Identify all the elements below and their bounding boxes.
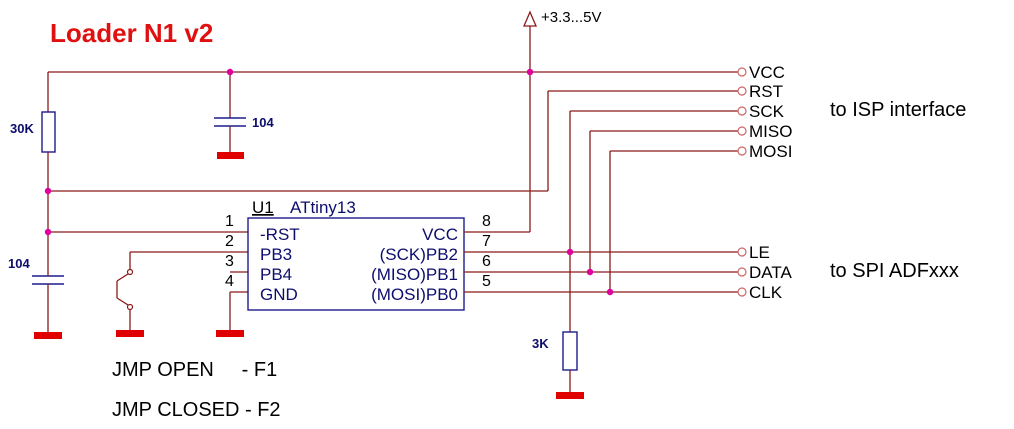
pin-name-pb2: (SCK)PB2 (380, 245, 458, 264)
pin-name-gnd: GND (260, 285, 298, 304)
pin-number-8: 8 (482, 213, 491, 230)
pin-number-2: 2 (225, 233, 234, 250)
isp-pin-rst: RST (749, 82, 783, 101)
spi-terminals (737, 247, 747, 297)
chip-body (247, 217, 465, 311)
power-symbol (523, 10, 537, 72)
pin-number-3: 3 (225, 253, 234, 270)
chip-right-nets (464, 72, 738, 332)
spi-pin-data: DATA (749, 263, 792, 282)
pin-number-6: 6 (482, 253, 491, 270)
ground-symbol-3k (556, 392, 584, 399)
pin-name-pb0: (MOSI)PB0 (371, 285, 458, 304)
ground-symbol-chip (216, 330, 244, 337)
capacitor-top-label: 104 (252, 115, 274, 130)
vcc-rail (47, 71, 738, 118)
pin-number-4: 4 (225, 273, 234, 290)
pin-number-7: 7 (482, 233, 491, 250)
note-jmp-closed: JMP CLOSED - F2 (112, 399, 281, 421)
isp-terminals (737, 67, 747, 156)
pin-name-rst: -RST (260, 225, 300, 244)
resistor-3k (556, 331, 584, 399)
isp-pin-sck: SCK (749, 102, 785, 121)
power-label: +3.3...5V (541, 9, 601, 26)
spi-connector-label: to SPI ADFxxx (830, 260, 959, 282)
junction-dots (44, 68, 614, 296)
capacitor-bottom-label: 104 (8, 256, 30, 271)
chip-left-stubs (216, 271, 248, 337)
resistor-3k-label: 3K (532, 336, 549, 351)
note-jmp-open: JMP OPEN - F1 (112, 359, 277, 381)
isp-pin-mosi: MOSI (749, 142, 792, 161)
ground-symbol-cap-bottom (34, 332, 62, 339)
diagram-title: Loader N1 v2 (50, 18, 213, 48)
capacitor-bottom (32, 262, 64, 339)
capacitor-top (214, 117, 246, 159)
isp-pin-miso: MISO (749, 122, 792, 141)
pin-number-1: 1 (225, 213, 234, 230)
ground-symbol-jumper (116, 330, 144, 337)
chip-ref: U1 (252, 198, 274, 217)
pin-name-vcc: VCC (422, 225, 458, 244)
resistor-30k-label: 30K (10, 121, 34, 136)
isp-pin-vcc: VCC (749, 63, 785, 82)
chip-name: ATtiny13 (290, 198, 356, 217)
resistor-30k (41, 111, 56, 262)
rst-net (48, 90, 738, 233)
jumper (116, 251, 248, 337)
pin-name-pb4: PB4 (260, 265, 292, 284)
spi-pin-le: LE (749, 243, 770, 262)
ground-symbol-cap-top (217, 152, 244, 159)
pin-name-pb1: (MISO)PB1 (371, 265, 458, 284)
pin-name-pb3: PB3 (260, 245, 292, 264)
isp-connector-label: to ISP interface (830, 99, 966, 121)
spi-pin-clk: CLK (749, 283, 783, 302)
pin-number-5: 5 (482, 273, 491, 290)
